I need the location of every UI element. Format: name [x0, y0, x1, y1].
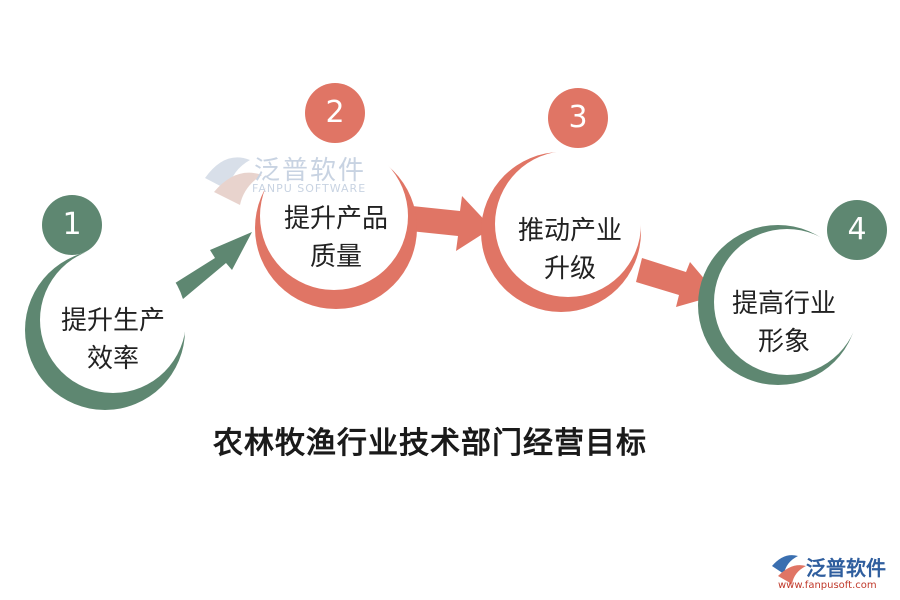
step-label-4-line1: 提高行业	[731, 289, 836, 319]
watermark-brand: 泛普软件	[254, 156, 367, 186]
arrow-3-to-4	[636, 258, 718, 307]
step-label-1: 提升生产 效率	[43, 302, 183, 378]
brand-logo-icon	[772, 555, 806, 584]
step-badge-4: 4	[847, 212, 867, 247]
arrow-2-to-3	[410, 196, 492, 251]
diagram-title: 农林牧渔行业技术部门经营目标	[213, 426, 647, 461]
step-label-1-line2: 效率	[86, 344, 139, 374]
brand-logo-url: www.fanpusoft.com	[778, 580, 877, 591]
step-node-4	[698, 200, 887, 385]
step-label-3-line2: 升级	[543, 254, 596, 284]
step-label-4-line2: 形象	[757, 327, 810, 357]
step-label-3: 推动产业 升级	[500, 212, 640, 288]
step-node-2	[255, 83, 417, 309]
step-badge-3: 3	[568, 100, 588, 135]
step-label-2-line2: 质量	[309, 242, 362, 272]
step-label-3-line1: 推动产业	[517, 216, 622, 246]
step-node-3	[481, 88, 641, 312]
step-badge-2: 2	[325, 95, 345, 130]
watermark-sub: FANPU SOFTWARE	[252, 182, 367, 195]
watermark-logo-icon	[205, 157, 262, 205]
step-label-2: 提升产品 质量	[266, 200, 406, 276]
step-label-2-line1: 提升产品	[283, 204, 388, 234]
arrow-1-to-2	[172, 232, 252, 299]
step-label-1-line1: 提升生产	[60, 306, 165, 336]
step-node-1	[25, 195, 186, 410]
step-badge-1: 1	[62, 207, 82, 242]
step-label-4: 提高行业 形象	[714, 285, 854, 361]
brand-logo-text: 泛普软件	[806, 556, 886, 580]
